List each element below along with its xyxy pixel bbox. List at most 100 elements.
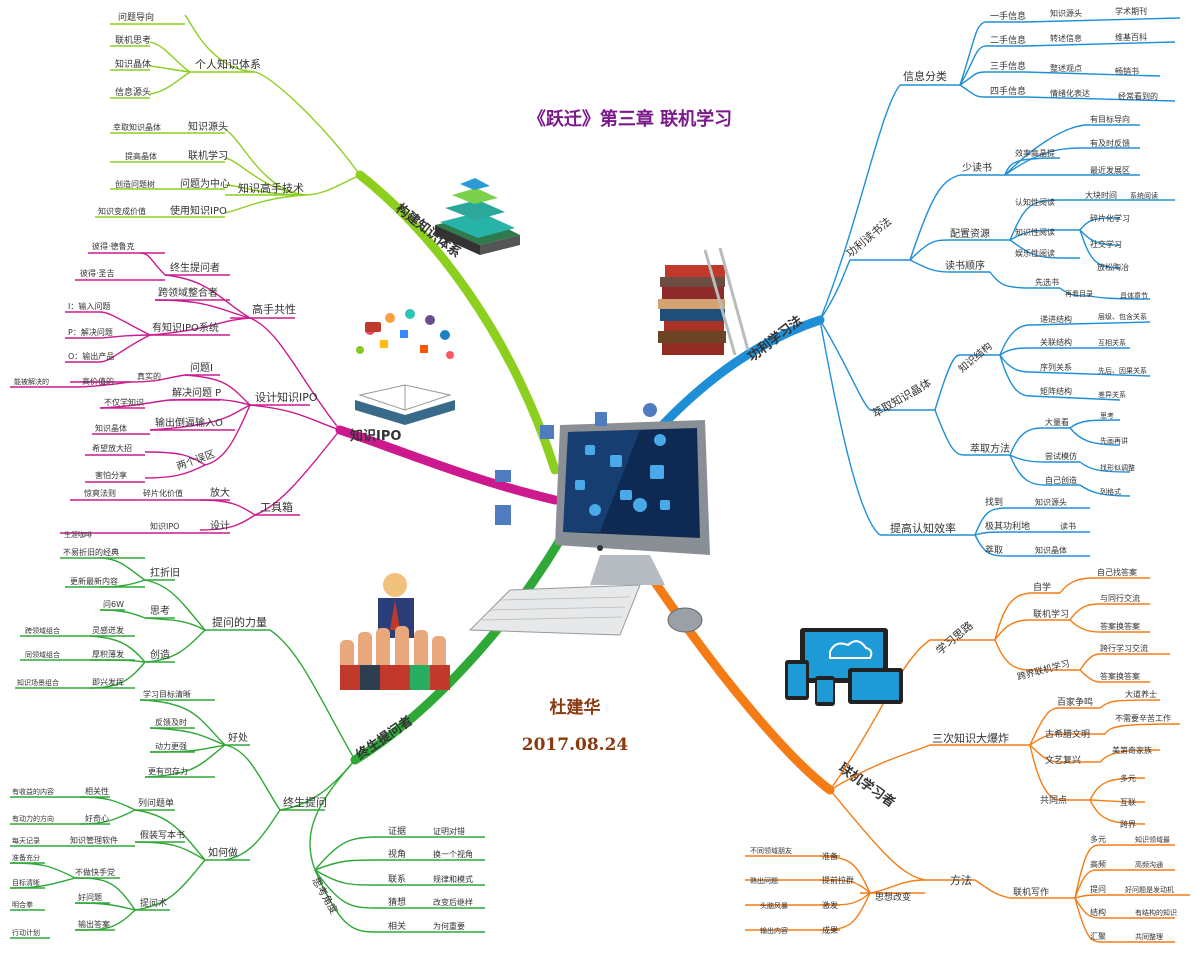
node-item: 找形似调整 bbox=[1100, 463, 1135, 472]
node-item: 问6W bbox=[103, 600, 124, 609]
node-improve-efficiency: 提高认知效率 bbox=[890, 521, 956, 535]
node-extract-crystal: 萃取知识晶体 bbox=[870, 375, 934, 420]
node-item: 娱乐性阅读 bbox=[1015, 248, 1055, 258]
node-item: 美第奇家族 bbox=[1112, 745, 1152, 755]
node-item: 行动计划 bbox=[12, 928, 40, 937]
node-item: 跨行学习交流 bbox=[1100, 643, 1148, 653]
node-item: 跨界 bbox=[1120, 820, 1136, 829]
node-lifelong-asking: 终生提问 bbox=[283, 795, 327, 809]
node-item: 有动力的方向 bbox=[12, 814, 54, 823]
node-item: P：解决问题 bbox=[68, 327, 113, 337]
node-item: 自学 bbox=[1033, 581, 1051, 593]
branch-ipo-label: 知识IPO bbox=[350, 428, 401, 444]
node-item: 输出内容 bbox=[760, 926, 788, 935]
node-item: 信息源头 bbox=[115, 86, 151, 98]
node-item: 知识场景组合 bbox=[17, 678, 59, 687]
node-item: 知识源头 bbox=[1050, 8, 1082, 18]
book-stack-icon bbox=[658, 247, 750, 356]
branch-build-line bbox=[355, 170, 560, 475]
date-label: 2017.08.24 bbox=[522, 735, 629, 755]
node-item: 好问题是发动机 bbox=[1125, 885, 1174, 894]
node-item: 高频 bbox=[1090, 859, 1106, 869]
node-item: 转述信息 bbox=[1050, 33, 1082, 43]
node-item: 设计 bbox=[210, 519, 230, 532]
branch-utility-label: 功利学习法 bbox=[745, 313, 806, 366]
node-item: 系统阅读 bbox=[1130, 191, 1158, 200]
node-item: 学习目标清晰 bbox=[143, 689, 191, 699]
node-item: 结构 bbox=[1090, 907, 1106, 917]
node-item: 跨领域组合 bbox=[25, 626, 60, 635]
node-item: 有收益的内容 bbox=[12, 787, 54, 796]
node-item: 换一个视角 bbox=[433, 849, 473, 859]
branch-ipo-line bbox=[335, 425, 560, 505]
node-item: 使用知识IPO bbox=[170, 204, 227, 217]
node-item: 碎片化学习 bbox=[1090, 213, 1130, 223]
node-item: 扛折旧 bbox=[150, 566, 180, 579]
node-item: 惊爽法则 bbox=[84, 488, 116, 498]
node-item: 读书 bbox=[1060, 521, 1076, 531]
node-item: 认知性阅读 bbox=[1015, 197, 1055, 207]
node-item: 四手信息 bbox=[990, 85, 1026, 97]
node-item: 知识性阅读 bbox=[1015, 227, 1055, 237]
ipo-book-icon bbox=[355, 309, 455, 425]
node-item: 尝试模仿 bbox=[1045, 451, 1077, 461]
node-item: 少读书 bbox=[962, 161, 992, 174]
node-item: 解决问题 P bbox=[172, 386, 221, 399]
node-item: 列格式 bbox=[1100, 487, 1121, 496]
node-item: 有目标导向 bbox=[1090, 114, 1130, 124]
node-item: 生涯咖啡 bbox=[64, 530, 92, 539]
node-item: 真实的 bbox=[137, 371, 161, 381]
node-item: 维基百科 bbox=[1115, 32, 1147, 42]
node-item: 大量看 bbox=[1045, 417, 1069, 427]
node-item: 知识源头 bbox=[188, 120, 228, 133]
node-item: 有及时反馈 bbox=[1090, 138, 1130, 148]
node-item: 目标清晰 bbox=[12, 878, 40, 887]
node-item: 高频沟通 bbox=[1135, 860, 1163, 869]
page-title: 《跃迁》第三章 联机学习 bbox=[528, 108, 732, 130]
node-item: 差异关系 bbox=[1098, 390, 1126, 399]
raised-hands-icon bbox=[340, 573, 450, 690]
node-info-class: 信息分类 bbox=[903, 69, 947, 83]
node-item: 好问题 bbox=[78, 892, 102, 902]
node-item: 三手信息 bbox=[990, 60, 1026, 72]
node-item: 情绪化表达 bbox=[1050, 88, 1090, 98]
node-item: 更有可存力 bbox=[148, 766, 188, 776]
node-item: 知识IPO bbox=[150, 521, 179, 531]
branch-ask-label: 终生提问者 bbox=[353, 713, 415, 763]
node-item: 思想改变 bbox=[875, 891, 911, 903]
node-item: 输出答案 bbox=[78, 919, 110, 929]
node-item: 如何做 bbox=[208, 846, 238, 859]
node-item: 多元 bbox=[1090, 834, 1106, 844]
node-item: 知识变成价值 bbox=[98, 206, 146, 216]
node-item: 多元 bbox=[1120, 773, 1136, 783]
node-item: 即兴发挥 bbox=[92, 677, 124, 687]
node-item: 不仅学知识 bbox=[104, 397, 144, 407]
node-item: 灵感迸发 bbox=[92, 625, 124, 635]
node-utility-reading: 功利读书法 bbox=[843, 214, 894, 260]
node-item: 每天记录 bbox=[12, 836, 40, 845]
node-item: 知识源头 bbox=[1035, 497, 1067, 507]
node-toolbox: 工具箱 bbox=[260, 500, 293, 514]
node-expert-tech: 知识高手技术 bbox=[238, 181, 304, 195]
branch-online-line bbox=[635, 555, 835, 795]
node-item: 相关性 bbox=[85, 786, 109, 796]
node-item: 知识结构 bbox=[956, 340, 995, 376]
node-item: 有结构的知识 bbox=[1135, 908, 1177, 917]
node-item: 知识晶体 bbox=[1035, 545, 1067, 555]
node-item: 自己创造 bbox=[1045, 475, 1077, 485]
node-method: 方法 bbox=[950, 873, 972, 887]
node-item: 问题为中心 bbox=[180, 177, 230, 190]
node-item: 假装写本书 bbox=[140, 829, 185, 841]
node-item: I：输入问题 bbox=[68, 301, 110, 311]
node-item: 畅销书 bbox=[1115, 66, 1139, 76]
node-item: 问题导向 bbox=[118, 11, 154, 23]
node-item: 准备充分 bbox=[12, 853, 40, 862]
node-item: 提高晶体 bbox=[125, 151, 157, 161]
node-item: 规律和模式 bbox=[433, 874, 473, 884]
node-item: 大道养士 bbox=[1125, 689, 1157, 699]
node-item: 互相关系 bbox=[1098, 338, 1126, 347]
node-item: 成果 bbox=[822, 925, 838, 935]
node-item: 再看目录 bbox=[1065, 290, 1093, 298]
node-item: 矩阵结构 bbox=[1040, 386, 1072, 396]
node-item: 提问术 bbox=[140, 897, 167, 909]
